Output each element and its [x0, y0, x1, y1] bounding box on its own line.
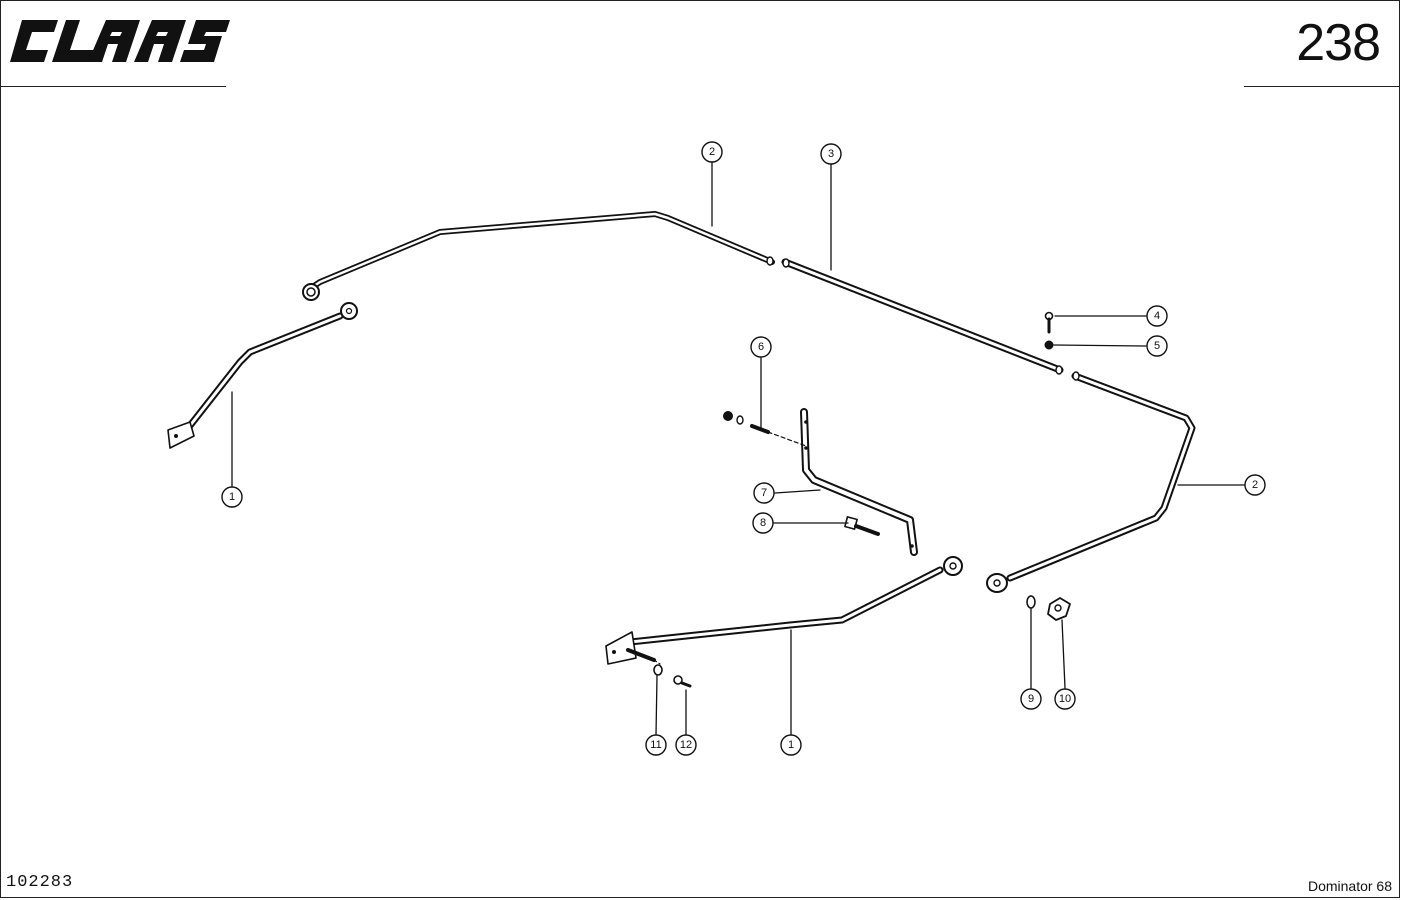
- claas-logo: [10, 20, 230, 62]
- callout-6: 6: [758, 341, 764, 353]
- callout-5: 5: [1154, 340, 1160, 352]
- callout-10: 10: [1059, 693, 1071, 705]
- part-2-upper-rail: [302, 211, 775, 301]
- part-3-rod: [781, 258, 1064, 375]
- part-7-bracket: [800, 408, 918, 556]
- header-rule-left: [0, 86, 226, 87]
- part-4-screw: [1044, 311, 1054, 334]
- callout-2-right: 2: [1252, 479, 1258, 491]
- callout-1-left: 1: [229, 491, 235, 503]
- callout-9: 9: [1028, 693, 1034, 705]
- part-1-lower-brace: [605, 556, 963, 665]
- part-8-bolt: [844, 516, 880, 536]
- part-2-right-rail: [986, 371, 1196, 593]
- callout-12: 12: [680, 739, 692, 751]
- part-11-washer: [653, 664, 663, 676]
- leader-lines: [231, 161, 1245, 736]
- part-pin: [626, 648, 661, 665]
- callout-11: 11: [650, 739, 661, 751]
- callout-3: 3: [828, 148, 834, 160]
- part-10-knob: [1047, 597, 1071, 621]
- part-12-screw: [673, 675, 692, 688]
- document-number: 102283: [6, 873, 74, 892]
- part-1-left-brace: [167, 302, 358, 449]
- model-name: Dominator 68: [1307, 878, 1392, 894]
- part-5-nut: [1044, 340, 1054, 350]
- part-9-washer: [1026, 595, 1036, 609]
- callout-2-top: 2: [709, 146, 715, 158]
- header-rule-right: [1244, 86, 1400, 87]
- callout-7: 7: [761, 487, 767, 499]
- callout-4: 4: [1154, 310, 1160, 322]
- callout-circles: [221, 141, 1266, 756]
- page-number: 238: [1296, 14, 1381, 72]
- callout-8: 8: [760, 517, 766, 529]
- callout-labels: 2 3 4 5 6 1 7 8 2 9 10 11 12 1: [229, 146, 1258, 751]
- part-6-bolt-set: [723, 411, 807, 447]
- callout-1-bottom: 1: [788, 739, 794, 751]
